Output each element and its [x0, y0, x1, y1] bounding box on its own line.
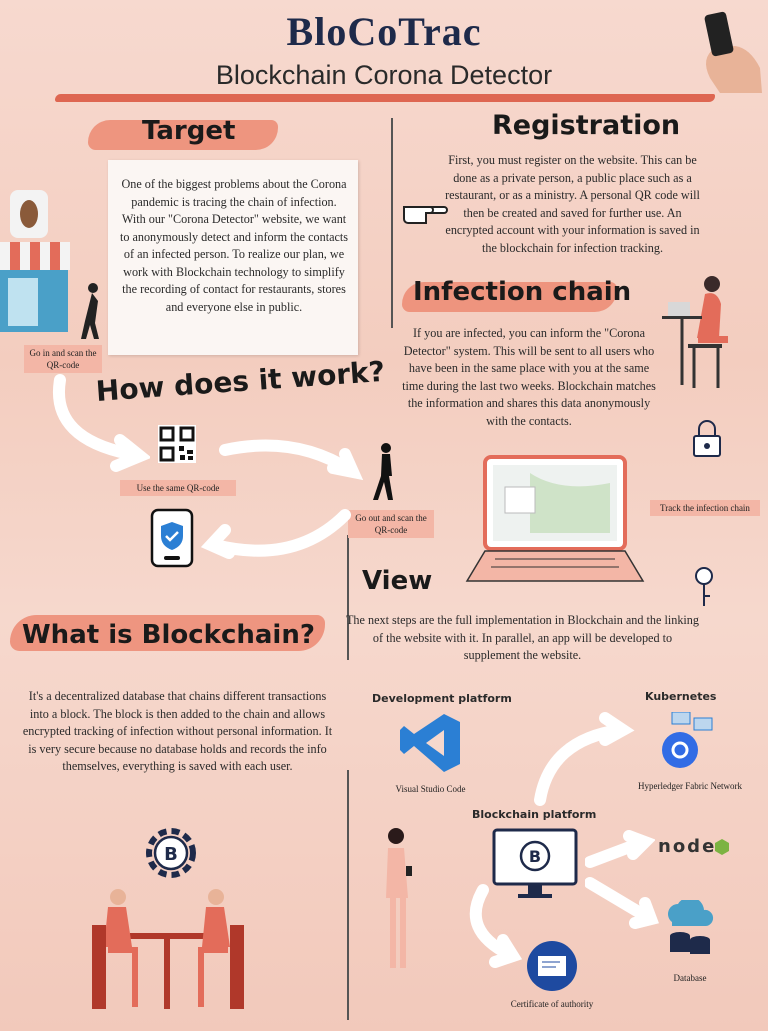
registration-heading: Registration: [492, 110, 681, 141]
kubernetes-icon: [662, 712, 713, 768]
infection-heading: Infection chain: [413, 277, 632, 307]
view-text: The next steps are the full implementati…: [345, 613, 699, 662]
target-card: [108, 160, 358, 355]
view-heading: View: [362, 566, 433, 596]
database-cloud-icon: [668, 900, 714, 954]
page-title: BloCoTrac: [286, 9, 482, 54]
blockchain-platform-label: Blockchain platform: [472, 808, 597, 821]
registration-text: First, you must register on the website.…: [445, 153, 700, 255]
bitcoin-gear-icon: B: [146, 828, 196, 878]
certificate-icon: [527, 941, 577, 991]
arrow-to-certificate: [469, 884, 523, 968]
hand-phone-icon: [704, 11, 762, 93]
dev-platform-label: Development platform: [372, 692, 512, 705]
node-hex-icon: [715, 839, 729, 855]
arrow-exit-to-phone: [200, 509, 351, 559]
pointing-hand-icon: [403, 206, 448, 224]
woman-phone-icon: [386, 828, 412, 968]
hyperledger-label: Hyperledger Fabric Network: [638, 781, 742, 791]
blockchain-heading: What is Blockchain?: [22, 620, 315, 650]
target-heading: Target: [142, 116, 236, 146]
vscode-label: Visual Studio Code: [395, 784, 466, 794]
qr-caption: Use the same QR-code: [120, 480, 236, 496]
qr-code-icon: [158, 425, 196, 463]
kubernetes-label: Kubernetes: [645, 690, 717, 703]
key-icon: [695, 567, 713, 606]
blockchain-heading-bg: [10, 615, 325, 651]
divider-lower: [347, 770, 349, 1020]
node-logo: node: [658, 836, 717, 857]
svg-text:B: B: [164, 844, 178, 865]
arrow-to-node: [585, 830, 655, 868]
header-underline: [55, 94, 715, 102]
certificate-label: Certificate of authority: [510, 999, 594, 1009]
blockchain-monitor-icon: B: [492, 828, 578, 898]
infection-heading-bg: [402, 282, 617, 312]
lock-icon: [693, 420, 721, 457]
woman-laptop-icon: [662, 276, 728, 388]
arrow-qr-to-exit: [219, 439, 364, 481]
divider-top: [391, 118, 393, 328]
laptop-map-icon: [465, 455, 645, 582]
arrow-store-to-qr: [52, 374, 150, 472]
infection-text: If you are infected, you can inform the …: [402, 326, 656, 428]
women-table-icon: [92, 889, 244, 1009]
phone-shield-icon: [150, 508, 194, 568]
arrow-to-database: [585, 877, 659, 929]
svg-text:B: B: [529, 847, 541, 866]
store-caption: Go in and scan the QR-code: [24, 345, 102, 373]
blockchain-text: It's a decentralized database that chain…: [22, 689, 333, 773]
exit-caption: Go out and scan the QR-code: [348, 510, 434, 538]
vscode-icon: [400, 714, 460, 772]
divider-bottom: [347, 535, 349, 660]
database-label: Database: [673, 973, 707, 983]
arrow-to-kubernetes: [534, 712, 635, 806]
target-heading-bg: [88, 120, 278, 150]
walking-person-icon: [373, 443, 393, 500]
target-text: One of the biggest problems about the Co…: [119, 177, 349, 314]
store-icon: [0, 190, 99, 339]
track-caption: Track the infection chain: [650, 500, 760, 516]
page-subtitle: Blockchain Corona Detector: [215, 60, 553, 90]
